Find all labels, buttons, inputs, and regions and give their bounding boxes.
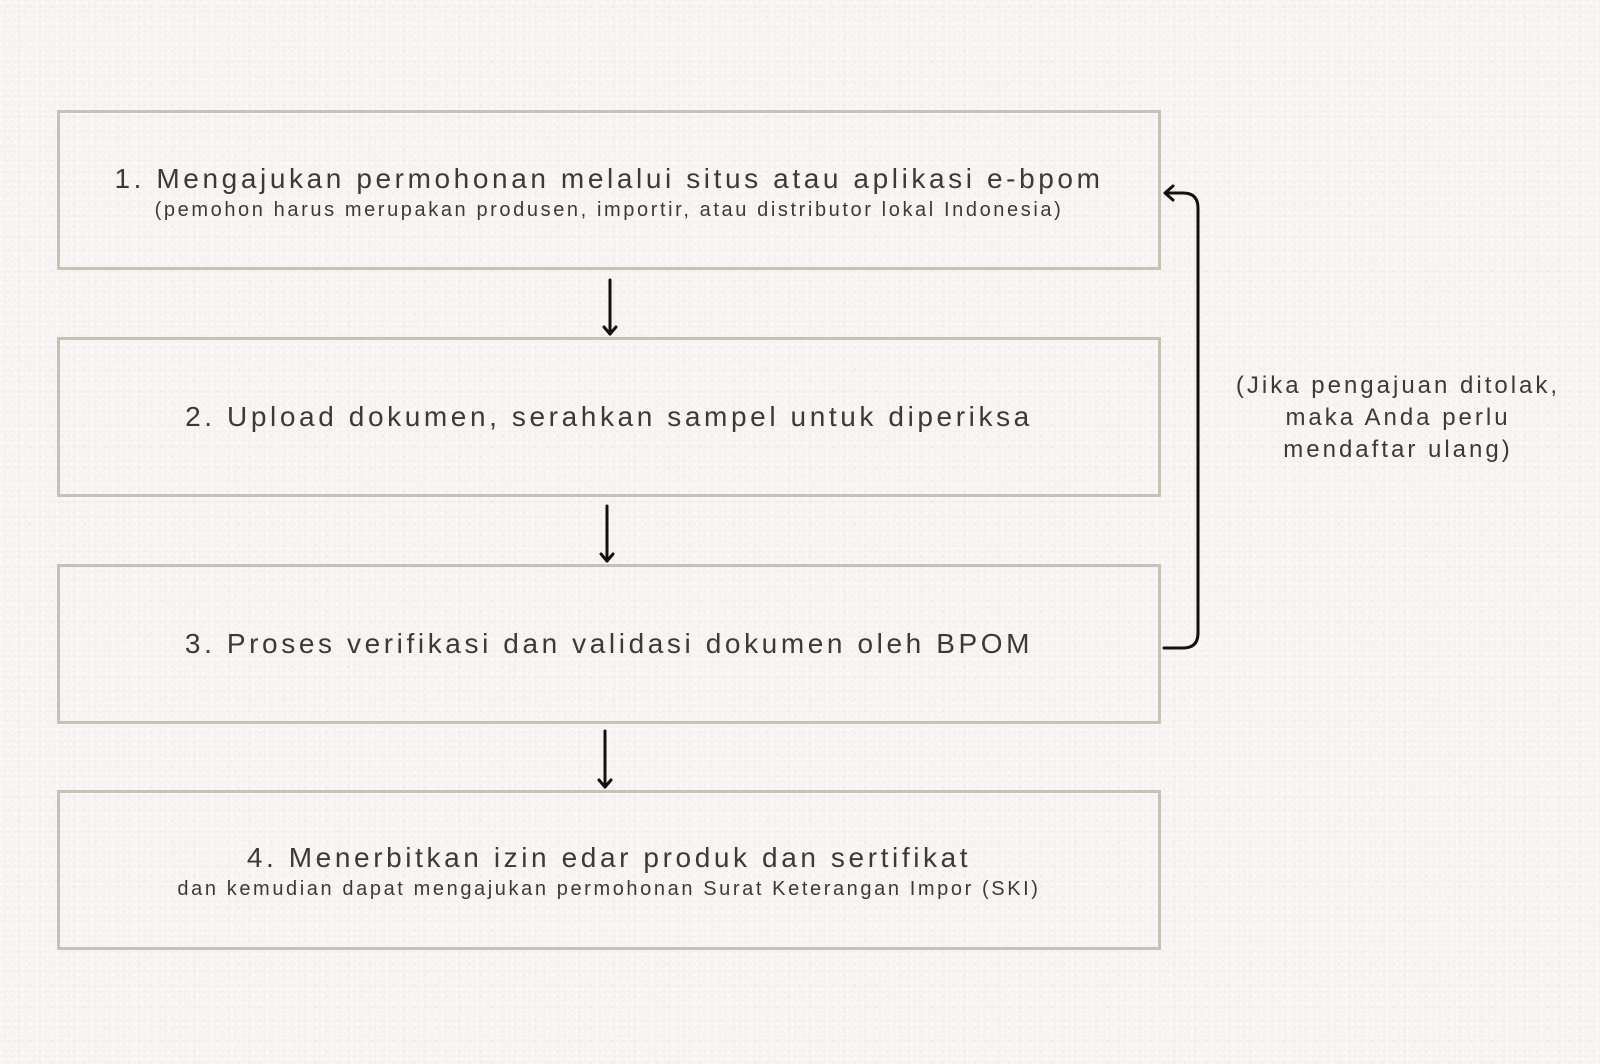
arrow-step1-to-step2 [602,278,618,336]
step-4-subtitle: dan kemudian dapat mengajukan permohonan… [177,878,1041,901]
step-1-box: 1. Mengajukan permohonan melalui situs a… [57,110,1161,270]
arrow-step3-to-step4 [597,729,613,789]
step-4-box: 4. Menerbitkan izin edar produk dan sert… [57,790,1161,950]
rejection-note-line-2: maka Anda perlu [1285,404,1511,431]
rejection-note: (Jika pengajuan ditolak, maka Anda perlu… [1206,370,1590,466]
step-1-title: 1. Mengajukan permohonan melalui situs a… [114,162,1104,194]
loop-back-arrow [1162,184,1200,650]
rejection-note-line-3: mendaftar ulang) [1283,436,1513,463]
rejection-note-line-1: (Jika pengajuan ditolak, [1235,372,1561,399]
step-1-subtitle: (pemohon harus merupakan produsen, impor… [154,199,1064,222]
step-4-title: 4. Menerbitkan izin edar produk dan sert… [246,841,972,873]
step-2-box: 2. Upload dokumen, serahkan sampel untuk… [57,337,1161,497]
step-3-box: 3. Proses verifikasi dan validasi dokume… [57,564,1161,724]
step-3-title: 3. Proses verifikasi dan validasi dokume… [184,627,1034,659]
step-2-title: 2. Upload dokumen, serahkan sampel untuk… [185,400,1033,432]
arrow-step2-to-step3 [599,504,615,563]
